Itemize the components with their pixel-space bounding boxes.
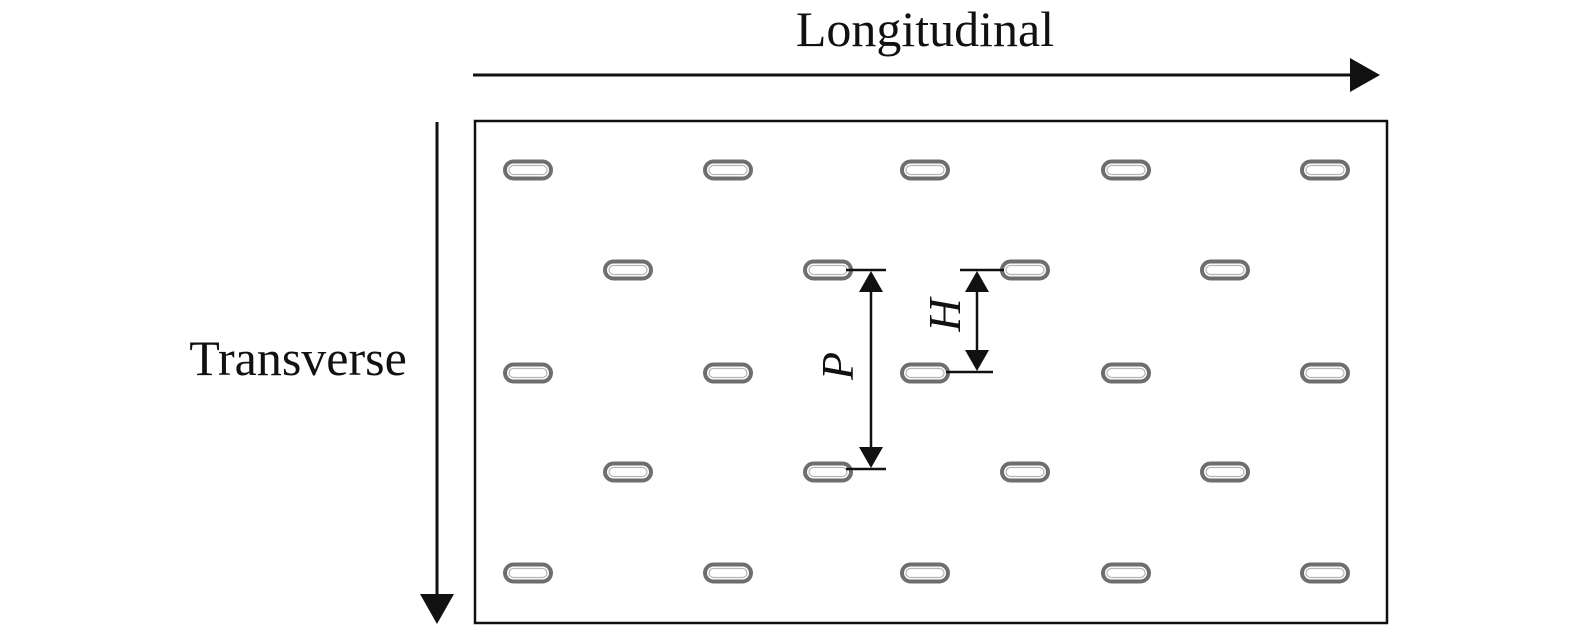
offset-dimension: H: [919, 268, 1004, 374]
slot-hole: [1300, 362, 1350, 384]
slot-hole: [900, 159, 950, 181]
slot-hole: [1300, 159, 1350, 181]
slot-hole: [1101, 362, 1151, 384]
longitudinal-arrow: [473, 58, 1380, 92]
slot-hole: [803, 461, 853, 483]
slot-hole: [900, 562, 950, 584]
offset-label: H: [919, 296, 970, 333]
slot-hole: [503, 562, 553, 584]
slot-hole: [703, 562, 753, 584]
slot-hole: [503, 362, 553, 384]
slot-hole: [603, 461, 653, 483]
slot-hole: [603, 259, 653, 281]
slot-hole: [1000, 259, 1050, 281]
slot-hole: [1101, 562, 1151, 584]
slot-hole: [803, 259, 853, 281]
slot-hole: [1101, 159, 1151, 181]
slot-array: [503, 159, 1350, 584]
slot-hole: [703, 159, 753, 181]
slot-hole: [900, 362, 950, 384]
slot-hole: [503, 159, 553, 181]
slot-hole: [1200, 259, 1250, 281]
slot-hole: [703, 362, 753, 384]
slot-hole: [1200, 461, 1250, 483]
longitudinal-label: Longitudinal: [796, 1, 1054, 57]
slot-hole: [1000, 461, 1050, 483]
pitch-dimension: P: [812, 268, 886, 471]
transverse-arrow: [420, 122, 454, 624]
slot-hole: [1300, 562, 1350, 584]
pitch-label: P: [812, 352, 863, 381]
plate-outline: [473, 119, 1389, 625]
transverse-label: Transverse: [189, 330, 407, 386]
